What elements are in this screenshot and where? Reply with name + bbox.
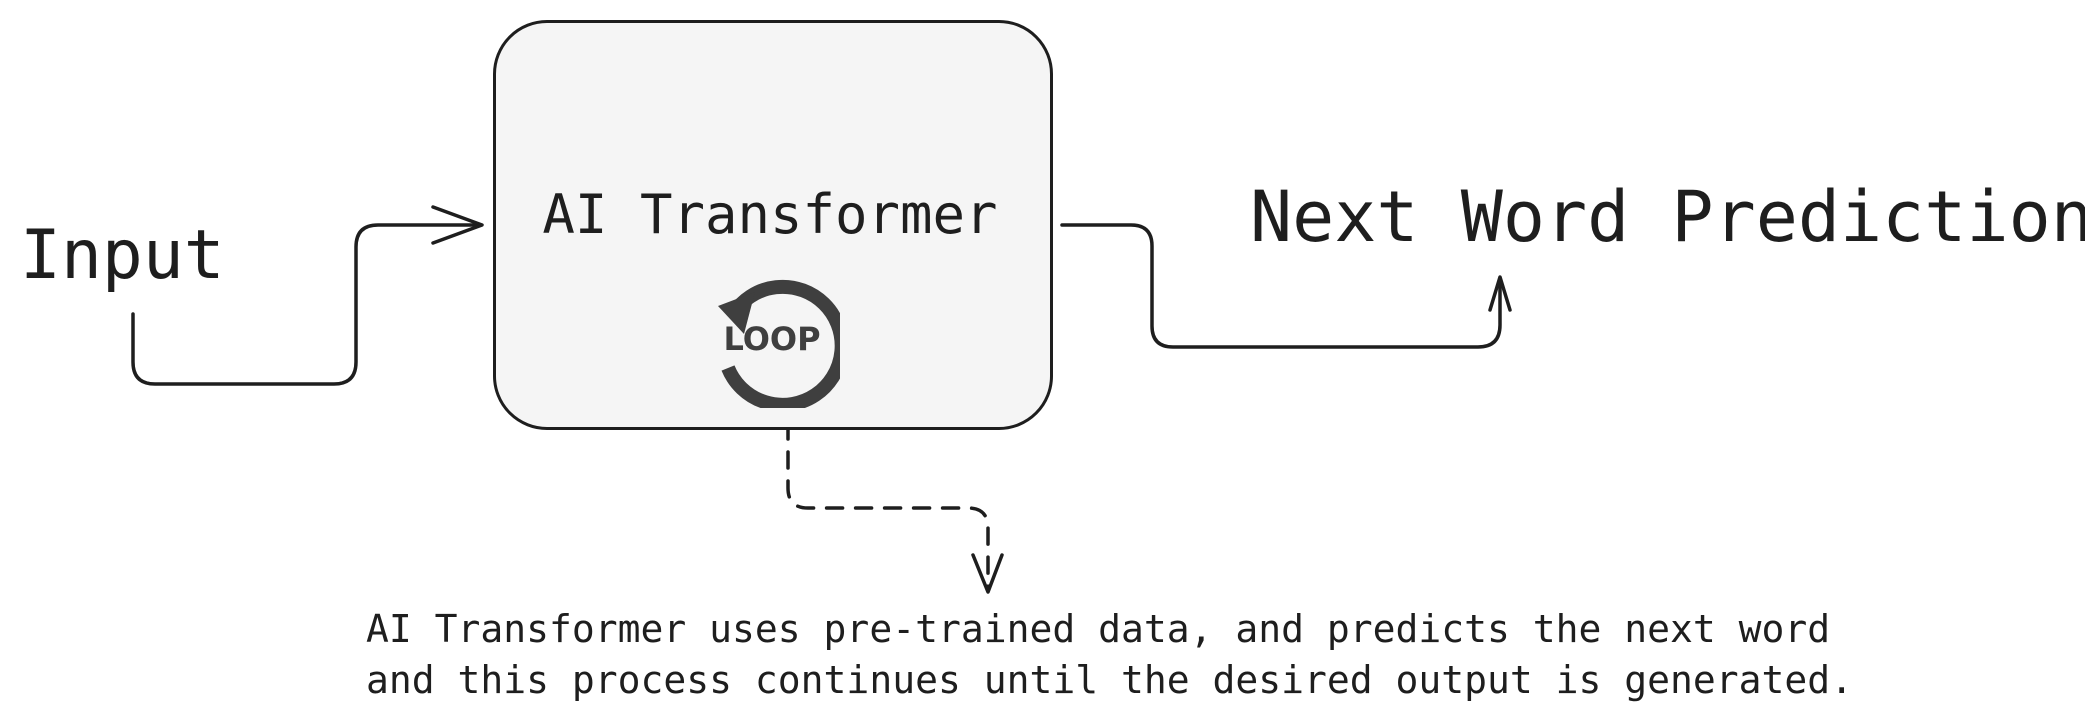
loop-text: LOOP bbox=[723, 320, 820, 358]
loop-to-note-arrow bbox=[786, 421, 1004, 594]
input-to-transformer-arrow bbox=[131, 205, 484, 386]
loop-arrowhead bbox=[718, 292, 755, 334]
transformer-to-output-arrow bbox=[1060, 223, 1512, 349]
note-line-2: and this process continues until the des… bbox=[366, 658, 1854, 702]
transformer-node-label: AI Transformer bbox=[542, 183, 998, 246]
note-line-1: AI Transformer uses pre-trained data, an… bbox=[366, 607, 1831, 651]
loop-icon: LOOP bbox=[718, 279, 840, 408]
transformer-box bbox=[493, 20, 1053, 430]
description-note: AI Transformer uses pre-trained data, an… bbox=[366, 604, 1853, 706]
input-node-label: Input bbox=[20, 216, 225, 295]
output-node-label: Next Word Prediction bbox=[1250, 176, 2085, 258]
loop-arc bbox=[721, 279, 840, 408]
